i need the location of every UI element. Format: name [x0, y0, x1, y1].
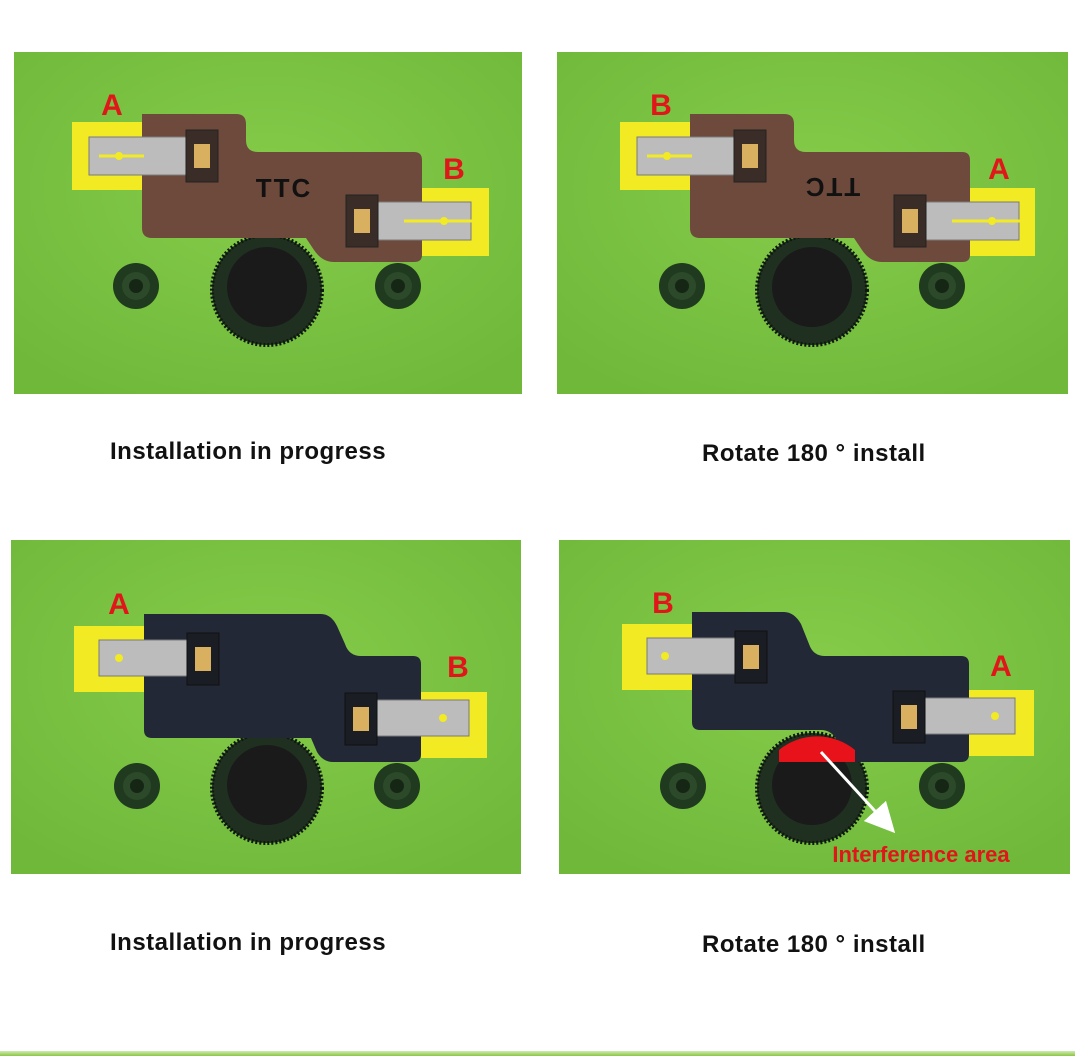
label-left: A: [108, 588, 130, 621]
interference-highlight: [779, 736, 855, 762]
pcb-board-illustration: A B: [11, 540, 521, 874]
label-right: B: [447, 651, 469, 684]
pcb-board-illustration: B A Interference area: [559, 540, 1070, 874]
module-logo: TTC: [256, 173, 313, 203]
mounting-hole-left: [114, 763, 160, 809]
interference-arrow: [819, 750, 896, 834]
mounting-hole-right: [919, 763, 965, 809]
mounting-hole-left: [113, 263, 159, 309]
panel-rotated-black-interference: B A Interference area: [559, 540, 1070, 874]
bottom-divider: [0, 1051, 1075, 1056]
panel-rotated-brown: TTC B A: [557, 52, 1068, 394]
mounting-hole-left: [659, 263, 705, 309]
panel-installation-brown: TTC A B: [14, 52, 522, 394]
label-left: B: [650, 89, 672, 122]
rotary-knob: [210, 731, 324, 845]
mounting-hole-right: [919, 263, 965, 309]
rotary-knob: [755, 233, 869, 347]
connector-left: [98, 639, 196, 677]
label-right: B: [443, 153, 465, 186]
label-right: A: [988, 153, 1010, 186]
connector-right: [360, 699, 470, 737]
label-left: A: [101, 89, 123, 122]
panel-installation-black: A B: [11, 540, 521, 874]
pcb-board-illustration: TTC A B: [14, 52, 522, 394]
label-right: A: [990, 650, 1012, 683]
caption-panel-1: Installation in progress: [110, 438, 387, 465]
mounting-hole-right: [375, 263, 421, 309]
mounting-hole-right: [374, 763, 420, 809]
module-logo-rotated: TTC: [804, 172, 861, 202]
caption-panel-4: Rotate 180 ° install: [702, 931, 926, 958]
caption-panel-2: Rotate 180 ° install: [702, 440, 926, 467]
interference-label: Interference area: [832, 842, 1010, 867]
rotary-knob: [210, 233, 324, 347]
pcb-board-illustration: TTC B A: [557, 52, 1068, 394]
caption-panel-3: Installation in progress: [110, 929, 387, 956]
label-left: B: [652, 587, 674, 620]
mounting-hole-left: [660, 763, 706, 809]
